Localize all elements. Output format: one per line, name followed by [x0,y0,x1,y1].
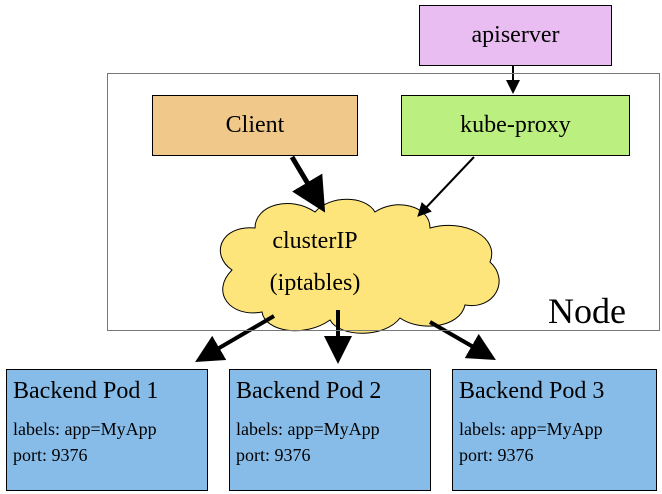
arrow-kube-proxy-to-cluster-ip [417,156,475,217]
pod-port: port: 9376 [13,445,88,465]
backend-pod-3: Backend Pod 3 labels: app=MyApp port: 93… [452,369,657,491]
node-label: Node [548,291,626,331]
apiserver-box: apiserver [419,5,612,66]
arrow-cluster-ip-to-pod-1 [195,314,276,363]
cluster-ip-label: clusterIP [272,228,358,254]
arrow-cluster-ip-to-pod-3 [429,320,496,360]
kube-proxy-box: kube-proxy [401,95,630,156]
pod-labels: labels: app=MyApp [13,419,157,439]
backend-pod-2: Backend Pod 2 labels: app=MyApp port: 93… [229,369,431,491]
pod-port: port: 9376 [459,445,534,465]
pod-title: Backend Pod 2 [236,378,382,404]
pod-labels: labels: app=MyApp [459,419,603,439]
backend-pod-1: Backend Pod 1 labels: app=MyApp port: 93… [6,369,208,491]
pod-labels: labels: app=MyApp [236,419,380,439]
node-frame [107,73,660,331]
cluster-ip-sublabel: (iptables) [269,270,361,296]
pod-title: Backend Pod 1 [13,378,159,404]
arrow-client-to-cluster-ip [289,155,326,213]
pod-title: Backend Pod 3 [459,378,605,404]
cluster-ip-cloud [220,198,500,334]
client-box: Client [152,95,358,156]
pod-port: port: 9376 [236,445,311,465]
